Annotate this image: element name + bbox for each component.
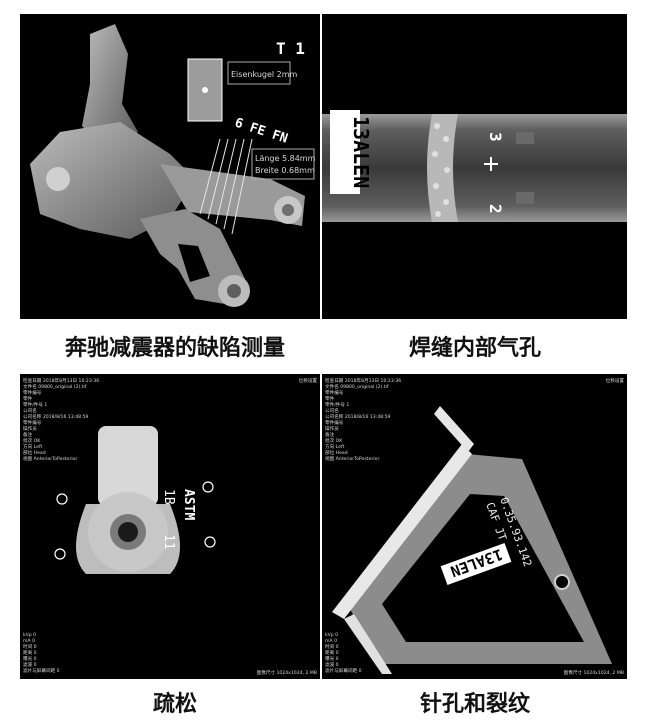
pinhole-corner-bottom: 图像尺寸 1024x1024, 2 MB bbox=[564, 669, 624, 676]
svg-text:检查日期 2018年8月13日 10:23:36: 检查日期 2018年8月13日 10:23:36 bbox=[325, 377, 401, 384]
svg-text:零件: 零件 bbox=[23, 395, 33, 402]
weld-number-2: 2 bbox=[486, 204, 505, 214]
ball-measurement-label: Eisenkugel 2mm bbox=[231, 70, 298, 79]
porosity-corner-top: 位移设置 bbox=[299, 377, 318, 384]
svg-text:kVp 0: kVp 0 bbox=[23, 632, 36, 638]
svg-text:批次 OK: 批次 OK bbox=[325, 437, 343, 444]
fefn-marker-label: 6 FE FN bbox=[233, 116, 290, 147]
svg-text:方向 Left: 方向 Left bbox=[23, 443, 42, 450]
t1-marker-label: T 1 bbox=[276, 39, 305, 58]
shock-absorber-image: Eisenkugel 2mm Länge 5.84mm Breite 0.68m… bbox=[30, 24, 316, 307]
svg-text:操作员: 操作员 bbox=[325, 425, 339, 432]
svg-text:公司名: 公司名 bbox=[23, 407, 37, 414]
weld-brand-label: 13ALEN bbox=[349, 116, 373, 188]
svg-text:滤片与屏幕间距 0: 滤片与屏幕间距 0 bbox=[325, 667, 362, 674]
xray-pinhole-crack-panel: 0.35.93.142 CAF JT 13ALEN 检查日期 2018年8月13… bbox=[322, 374, 627, 679]
svg-text:曝光 0: 曝光 0 bbox=[23, 655, 37, 662]
porosity-marker-astm: ASTM bbox=[181, 489, 196, 520]
svg-text:时间 0: 时间 0 bbox=[325, 643, 339, 650]
caption-weld-porosity: 焊缝内部气孔 bbox=[408, 335, 541, 361]
xray-shock-absorber-panel: Eisenkugel 2mm Länge 5.84mm Breite 0.68m… bbox=[20, 14, 320, 319]
porosity-corner-bottom: 图像尺寸 1024x1024, 2 MB bbox=[257, 669, 317, 676]
caption-pinhole-crack: 针孔和裂纹 bbox=[419, 691, 530, 717]
svg-text:零件编号: 零件编号 bbox=[23, 419, 42, 426]
svg-text:批次 OK: 批次 OK bbox=[23, 437, 41, 444]
svg-text:mA 0: mA 0 bbox=[23, 638, 35, 644]
svg-text:曝光 0: 曝光 0 bbox=[325, 655, 339, 662]
svg-text:检查日期 2018年8月13日 10:23:36: 检查日期 2018年8月13日 10:23:36 bbox=[23, 377, 99, 384]
svg-text:操作员: 操作员 bbox=[23, 425, 37, 432]
porosity-exposure-overlay: kVp 0 mA 0 时间 0 距离 0 曝光 0 滤波 0 滤片与屏幕间距 0 bbox=[23, 632, 60, 674]
weld-image: 13ALEN 3 2 bbox=[322, 110, 627, 222]
svg-text:备注: 备注 bbox=[23, 431, 33, 438]
svg-text:时间 0: 时间 0 bbox=[23, 643, 37, 650]
weld-number-3: 3 bbox=[486, 132, 505, 142]
porosity-image: 1B ASTM 11 检查日期 2018年8月13日 10:23:36 文件名 … bbox=[23, 377, 318, 676]
svg-text:公司名称 2018/8/16 13:48:59: 公司名称 2018/8/16 13:48:59 bbox=[23, 413, 89, 420]
svg-text:mA 0: mA 0 bbox=[325, 638, 337, 644]
svg-text:文件名 09800_original (2).tif: 文件名 09800_original (2).tif bbox=[325, 383, 389, 390]
porosity-info-overlay: 检查日期 2018年8月13日 10:23:36 文件名 09800_origi… bbox=[23, 377, 99, 462]
pinhole-crack-image: 0.35.93.142 CAF JT 13ALEN 检查日期 2018年8月13… bbox=[325, 377, 625, 676]
pinhole-exposure-overlay: kVp 0 mA 0 时间 0 距离 0 曝光 0 滤波 0 滤片与屏幕间距 0 bbox=[325, 632, 362, 674]
svg-text:公司名称 2018/8/16 13:48:59: 公司名称 2018/8/16 13:48:59 bbox=[325, 413, 391, 420]
svg-text:零件编号: 零件编号 bbox=[325, 419, 344, 426]
svg-text:零件/件号 1: 零件/件号 1 bbox=[23, 401, 47, 408]
svg-text:零件/件号 1: 零件/件号 1 bbox=[325, 401, 349, 408]
svg-text:方向 Left: 方向 Left bbox=[325, 443, 344, 450]
svg-text:零件: 零件 bbox=[325, 395, 335, 402]
pinhole-corner-top: 位移设置 bbox=[606, 377, 625, 384]
cross-marker-icon bbox=[484, 157, 498, 171]
svg-text:滤波 0: 滤波 0 bbox=[325, 661, 339, 668]
svg-text:备注: 备注 bbox=[325, 431, 335, 438]
svg-text:文件名 09800_original (2).tif: 文件名 09800_original (2).tif bbox=[23, 383, 87, 390]
svg-text:滤片与屏幕间距 0: 滤片与屏幕间距 0 bbox=[23, 667, 60, 674]
svg-text:kVp 0: kVp 0 bbox=[325, 632, 338, 638]
svg-text:部位 Head: 部位 Head bbox=[325, 449, 348, 456]
xray-weld-panel: 13ALEN 3 2 bbox=[322, 14, 627, 319]
caption-porosity: 疏松 bbox=[152, 691, 197, 717]
svg-text:视图 AnteriorToPosterior: 视图 AnteriorToPosterior bbox=[23, 455, 77, 462]
length-measurement-label: Länge 5.84mm bbox=[255, 154, 316, 163]
svg-text:零件编号: 零件编号 bbox=[23, 389, 42, 396]
caption-shock-absorber: 奔驰减震器的缺陷测量 bbox=[64, 335, 285, 361]
porosity-marker-11: 11 bbox=[161, 534, 176, 550]
xray-porosity-panel: 1B ASTM 11 检查日期 2018年8月13日 10:23:36 文件名 … bbox=[20, 374, 320, 679]
svg-text:视图 AnteriorToPosterior: 视图 AnteriorToPosterior bbox=[325, 455, 379, 462]
svg-text:公司名: 公司名 bbox=[325, 407, 339, 414]
svg-text:滤波 0: 滤波 0 bbox=[23, 661, 37, 668]
svg-text:零件编号: 零件编号 bbox=[325, 389, 344, 396]
width-measurement-label: Breite 0.68mm bbox=[255, 166, 315, 175]
svg-text:部位 Head: 部位 Head bbox=[23, 449, 46, 456]
svg-text:距离 0: 距离 0 bbox=[325, 649, 339, 656]
svg-text:距离 0: 距离 0 bbox=[23, 649, 37, 656]
porosity-marker-1b: 1B bbox=[161, 489, 176, 505]
pinhole-info-overlay: 检查日期 2018年8月13日 10:23:36 文件名 09800_origi… bbox=[325, 377, 401, 462]
